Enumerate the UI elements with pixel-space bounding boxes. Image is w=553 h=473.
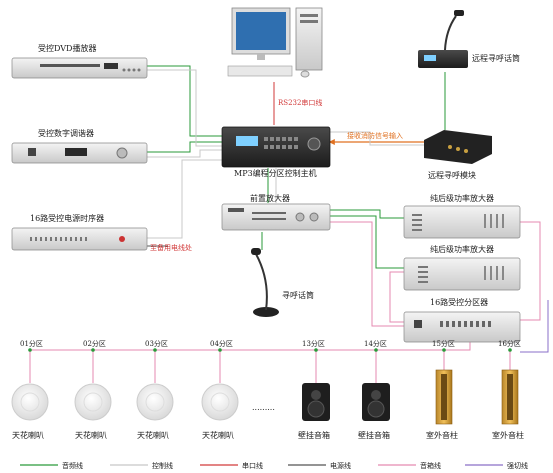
digital-tuner: 受控数字调谐器 <box>11 128 148 164</box>
power-amplifier-1: 纯后级功率放大器 <box>403 193 521 239</box>
speaker-line-amp1-zoner <box>520 221 541 321</box>
speaker-label: 壁挂音箱 <box>358 430 390 440</box>
remote-module-label: 远程寻呼模块 <box>428 170 476 180</box>
serial-label: RS232串口线 <box>278 98 322 107</box>
fire-label: 接收消防信号输入 <box>347 131 403 140</box>
timer-label: 16路受控电源时序器 <box>30 213 104 223</box>
zone-label: 13分区 <box>302 339 325 348</box>
zone-label: 14分区 <box>364 339 387 348</box>
column-speaker-2 <box>501 369 519 425</box>
paging-mic: 寻呼话筒 <box>251 248 314 317</box>
zoner-label: 16路受控分区器 <box>430 297 488 307</box>
zone-label: 01分区 <box>20 339 43 348</box>
amp2-label: 纯后级功率放大器 <box>430 244 494 254</box>
speaker-label: 天花喇叭 <box>137 430 169 440</box>
control-line-remote <box>330 131 424 146</box>
ceiling-speaker-2 <box>74 383 112 421</box>
audio-line-preamp-amp2 <box>330 215 404 269</box>
speaker-line-preamp-zoner <box>330 221 404 327</box>
amp1-label: 纯后级功率放大器 <box>430 193 494 203</box>
control-computer <box>227 7 323 78</box>
zone-label: 03分区 <box>145 339 168 348</box>
control-line-dvd <box>147 69 222 147</box>
speaker-bus <box>30 342 471 351</box>
speaker-label: 室外音柱 <box>492 430 524 440</box>
speaker-drops <box>29 350 511 383</box>
host-label: MP3编程分区控制主机 <box>234 168 317 178</box>
wall-speaker-1 <box>302 383 330 421</box>
legend-label: 控制线 <box>152 461 173 470</box>
control-line-timer <box>147 159 222 239</box>
remote-paging-mic: 远程寻呼话筒 <box>418 10 520 68</box>
zone-dots <box>28 348 512 352</box>
zone-label: 16分区 <box>498 339 521 348</box>
paging-mic-label: 寻呼话筒 <box>282 290 314 300</box>
zone-label: 02分区 <box>83 339 106 348</box>
preamp-label: 前置放大器 <box>250 193 290 203</box>
ellipsis-dots: ......... <box>252 403 275 412</box>
legend-label: 音箱线 <box>420 461 441 470</box>
dvd-player: 受控DVD播放器 <box>11 43 148 79</box>
zone-labels: 01分区 02分区 03分区 04分区 13分区 14分区 15分区 16分区 <box>20 339 521 348</box>
remote-mic-label: 远程寻呼话筒 <box>472 53 520 63</box>
speaker-label: 天花喇叭 <box>202 430 234 440</box>
audio-line-dvd <box>147 65 222 137</box>
ceiling-speaker-1 <box>11 383 49 421</box>
speaker-label: 天花喇叭 <box>75 430 107 440</box>
power-sequencer: 16路受控电源时序器 <box>11 213 148 251</box>
ceiling-speaker-4 <box>201 383 239 421</box>
wall-speaker-2 <box>362 383 390 421</box>
speaker-label: 室外音柱 <box>426 430 458 440</box>
speaker-label: 天花喇叭 <box>12 430 44 440</box>
spare-label: 至备用电线处 <box>150 243 192 252</box>
zone-label: 04分区 <box>210 339 233 348</box>
audio-line-tuner <box>147 141 222 153</box>
pre-amplifier: 前置放大器 <box>221 193 331 231</box>
speaker-labels: 天花喇叭 天花喇叭 天花喇叭 天花喇叭 壁挂音箱 壁挂音箱 室外音柱 室外音柱 <box>12 430 524 440</box>
tuner-label: 受控数字调谐器 <box>38 128 94 138</box>
remote-paging-module: 远程寻呼模块 <box>424 130 492 180</box>
speaker-line-amp2-zoner <box>389 271 404 323</box>
mp3-zone-host: MP3编程分区控制主机 <box>221 126 331 178</box>
control-bus <box>520 300 549 353</box>
dvd-label: 受控DVD播放器 <box>38 43 96 53</box>
legend-label: 音频线 <box>62 461 83 470</box>
ceiling-speaker-3 <box>136 383 174 421</box>
speaker-label: 壁挂音箱 <box>298 430 330 440</box>
wiring <box>28 65 549 383</box>
legend: 音频线 控制线 串口线 电源线 音箱线 强切线 <box>20 461 528 470</box>
audio-line-preamp-amp1 <box>330 209 404 219</box>
legend-label: 电源线 <box>330 461 351 470</box>
control-line-tuner <box>147 149 222 158</box>
power-amplifier-2: 纯后级功率放大器 <box>403 244 521 291</box>
zone-selector: 16路受控分区器 <box>403 297 521 343</box>
legend-label: 串口线 <box>242 461 263 470</box>
legend-label: 强切线 <box>507 461 528 470</box>
column-speaker-1 <box>435 369 453 425</box>
zone-label: 15分区 <box>432 339 455 348</box>
